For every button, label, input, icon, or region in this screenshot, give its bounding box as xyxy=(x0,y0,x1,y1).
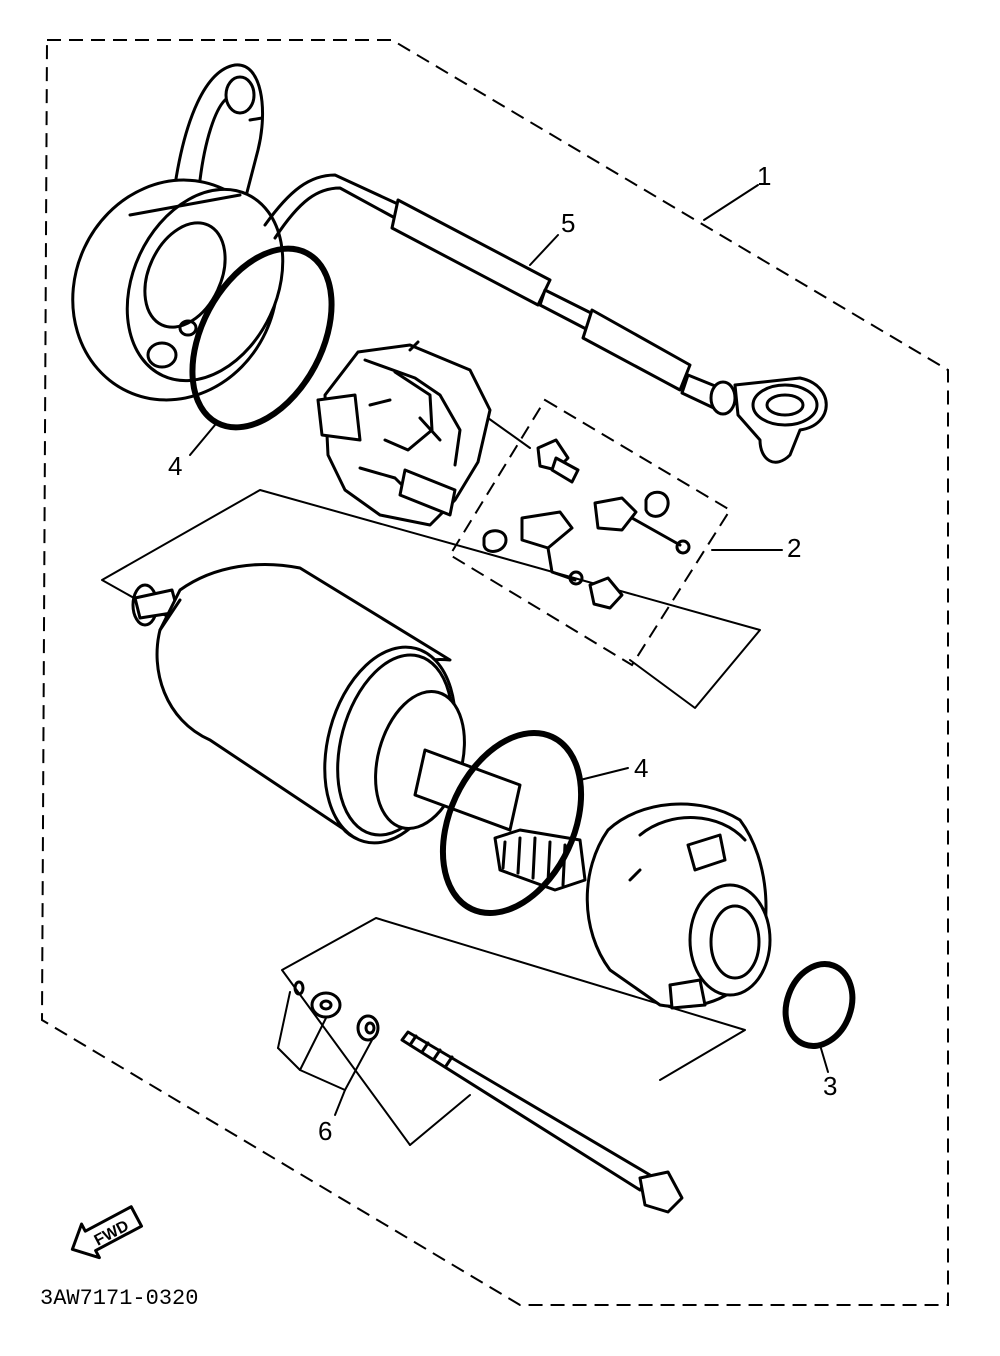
o-ring-upper xyxy=(189,245,335,431)
front-cover xyxy=(585,802,772,1010)
through-bolt xyxy=(400,1030,684,1214)
assembly-outline-dashed xyxy=(40,39,949,1306)
brush-holder xyxy=(316,340,492,527)
rear-cover xyxy=(71,63,285,402)
callout-2: 2 xyxy=(787,533,801,563)
brush-kit-parts xyxy=(482,417,691,610)
callout-5: 5 xyxy=(561,208,575,238)
fasteners xyxy=(277,980,380,1091)
callout-3: 3 xyxy=(823,1071,837,1101)
o-ring-middle xyxy=(439,730,585,916)
o-ring-small xyxy=(782,961,856,1049)
callout-1: 1 xyxy=(757,161,771,191)
drawing-code: 3AW7171-0320 xyxy=(40,1286,198,1311)
callout-4-middle: 4 xyxy=(634,753,648,783)
fastener-group-box xyxy=(281,917,746,1146)
lead-wire xyxy=(263,173,828,464)
callout-6: 6 xyxy=(318,1116,332,1146)
leader-lines xyxy=(189,184,829,1116)
fwd-arrow-icon: FWD xyxy=(70,1205,144,1260)
yoke-armature xyxy=(131,563,587,892)
armature-group-box xyxy=(101,489,761,709)
callout-4-upper: 4 xyxy=(168,451,182,481)
fastener-group-box-lower xyxy=(409,1094,471,1146)
brush-kit-outline-dashed xyxy=(448,398,732,667)
